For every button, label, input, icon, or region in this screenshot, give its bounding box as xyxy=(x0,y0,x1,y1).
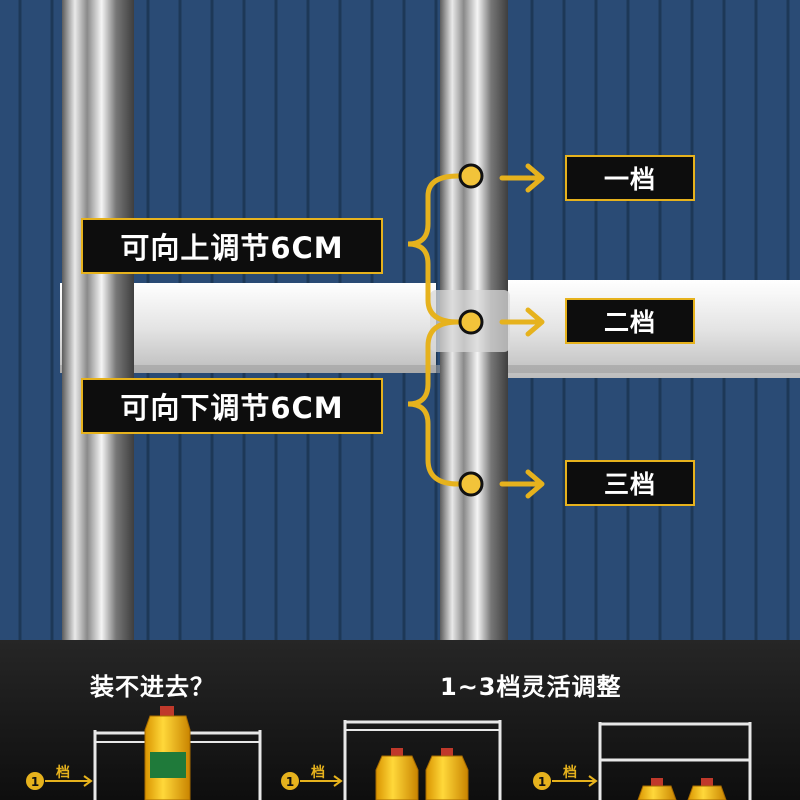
arrow-right-icon xyxy=(499,307,545,337)
dot-marker-icon xyxy=(458,309,484,335)
brace-icon xyxy=(407,173,461,325)
svg-text:1: 1 xyxy=(286,775,294,789)
mini-shelf-right xyxy=(598,722,752,800)
arrow-right-icon xyxy=(499,163,545,193)
tier-label: 档 xyxy=(56,765,70,781)
oil-bottle-icon xyxy=(375,748,419,800)
dot-marker-icon xyxy=(458,471,484,497)
tier-label: 档 xyxy=(311,765,325,781)
oil-bottle-icon xyxy=(425,748,469,800)
oil-bottle-icon xyxy=(687,778,727,800)
oil-bottle-icon xyxy=(637,778,677,800)
left-question-title: 装不进去？ xyxy=(90,673,215,701)
svg-text:1: 1 xyxy=(31,775,39,789)
tier-marker-icon: 1 xyxy=(26,772,93,790)
gear-3-label: 三档 xyxy=(565,460,695,506)
adjust-down-label: 可向下调节6CM xyxy=(81,378,383,434)
adjust-up-label: 可向上调节6CM xyxy=(81,218,383,274)
oil-bottle-icon xyxy=(144,706,191,800)
tier-label: 档 xyxy=(563,765,577,781)
dot-marker-icon xyxy=(458,163,484,189)
brace-icon xyxy=(407,319,461,487)
gear-1-label: 一档 xyxy=(565,155,695,201)
tier-marker-icon: 1 xyxy=(533,772,598,790)
left-pole xyxy=(62,0,134,640)
tier-marker-icon: 1 xyxy=(281,772,343,790)
right-adjust-title: 1~3档灵活调整 xyxy=(440,673,622,701)
gear-2-label: 二档 xyxy=(565,298,695,344)
svg-text:1: 1 xyxy=(538,775,546,789)
arrow-right-icon xyxy=(499,469,545,499)
mini-shelf-middle xyxy=(343,720,502,800)
